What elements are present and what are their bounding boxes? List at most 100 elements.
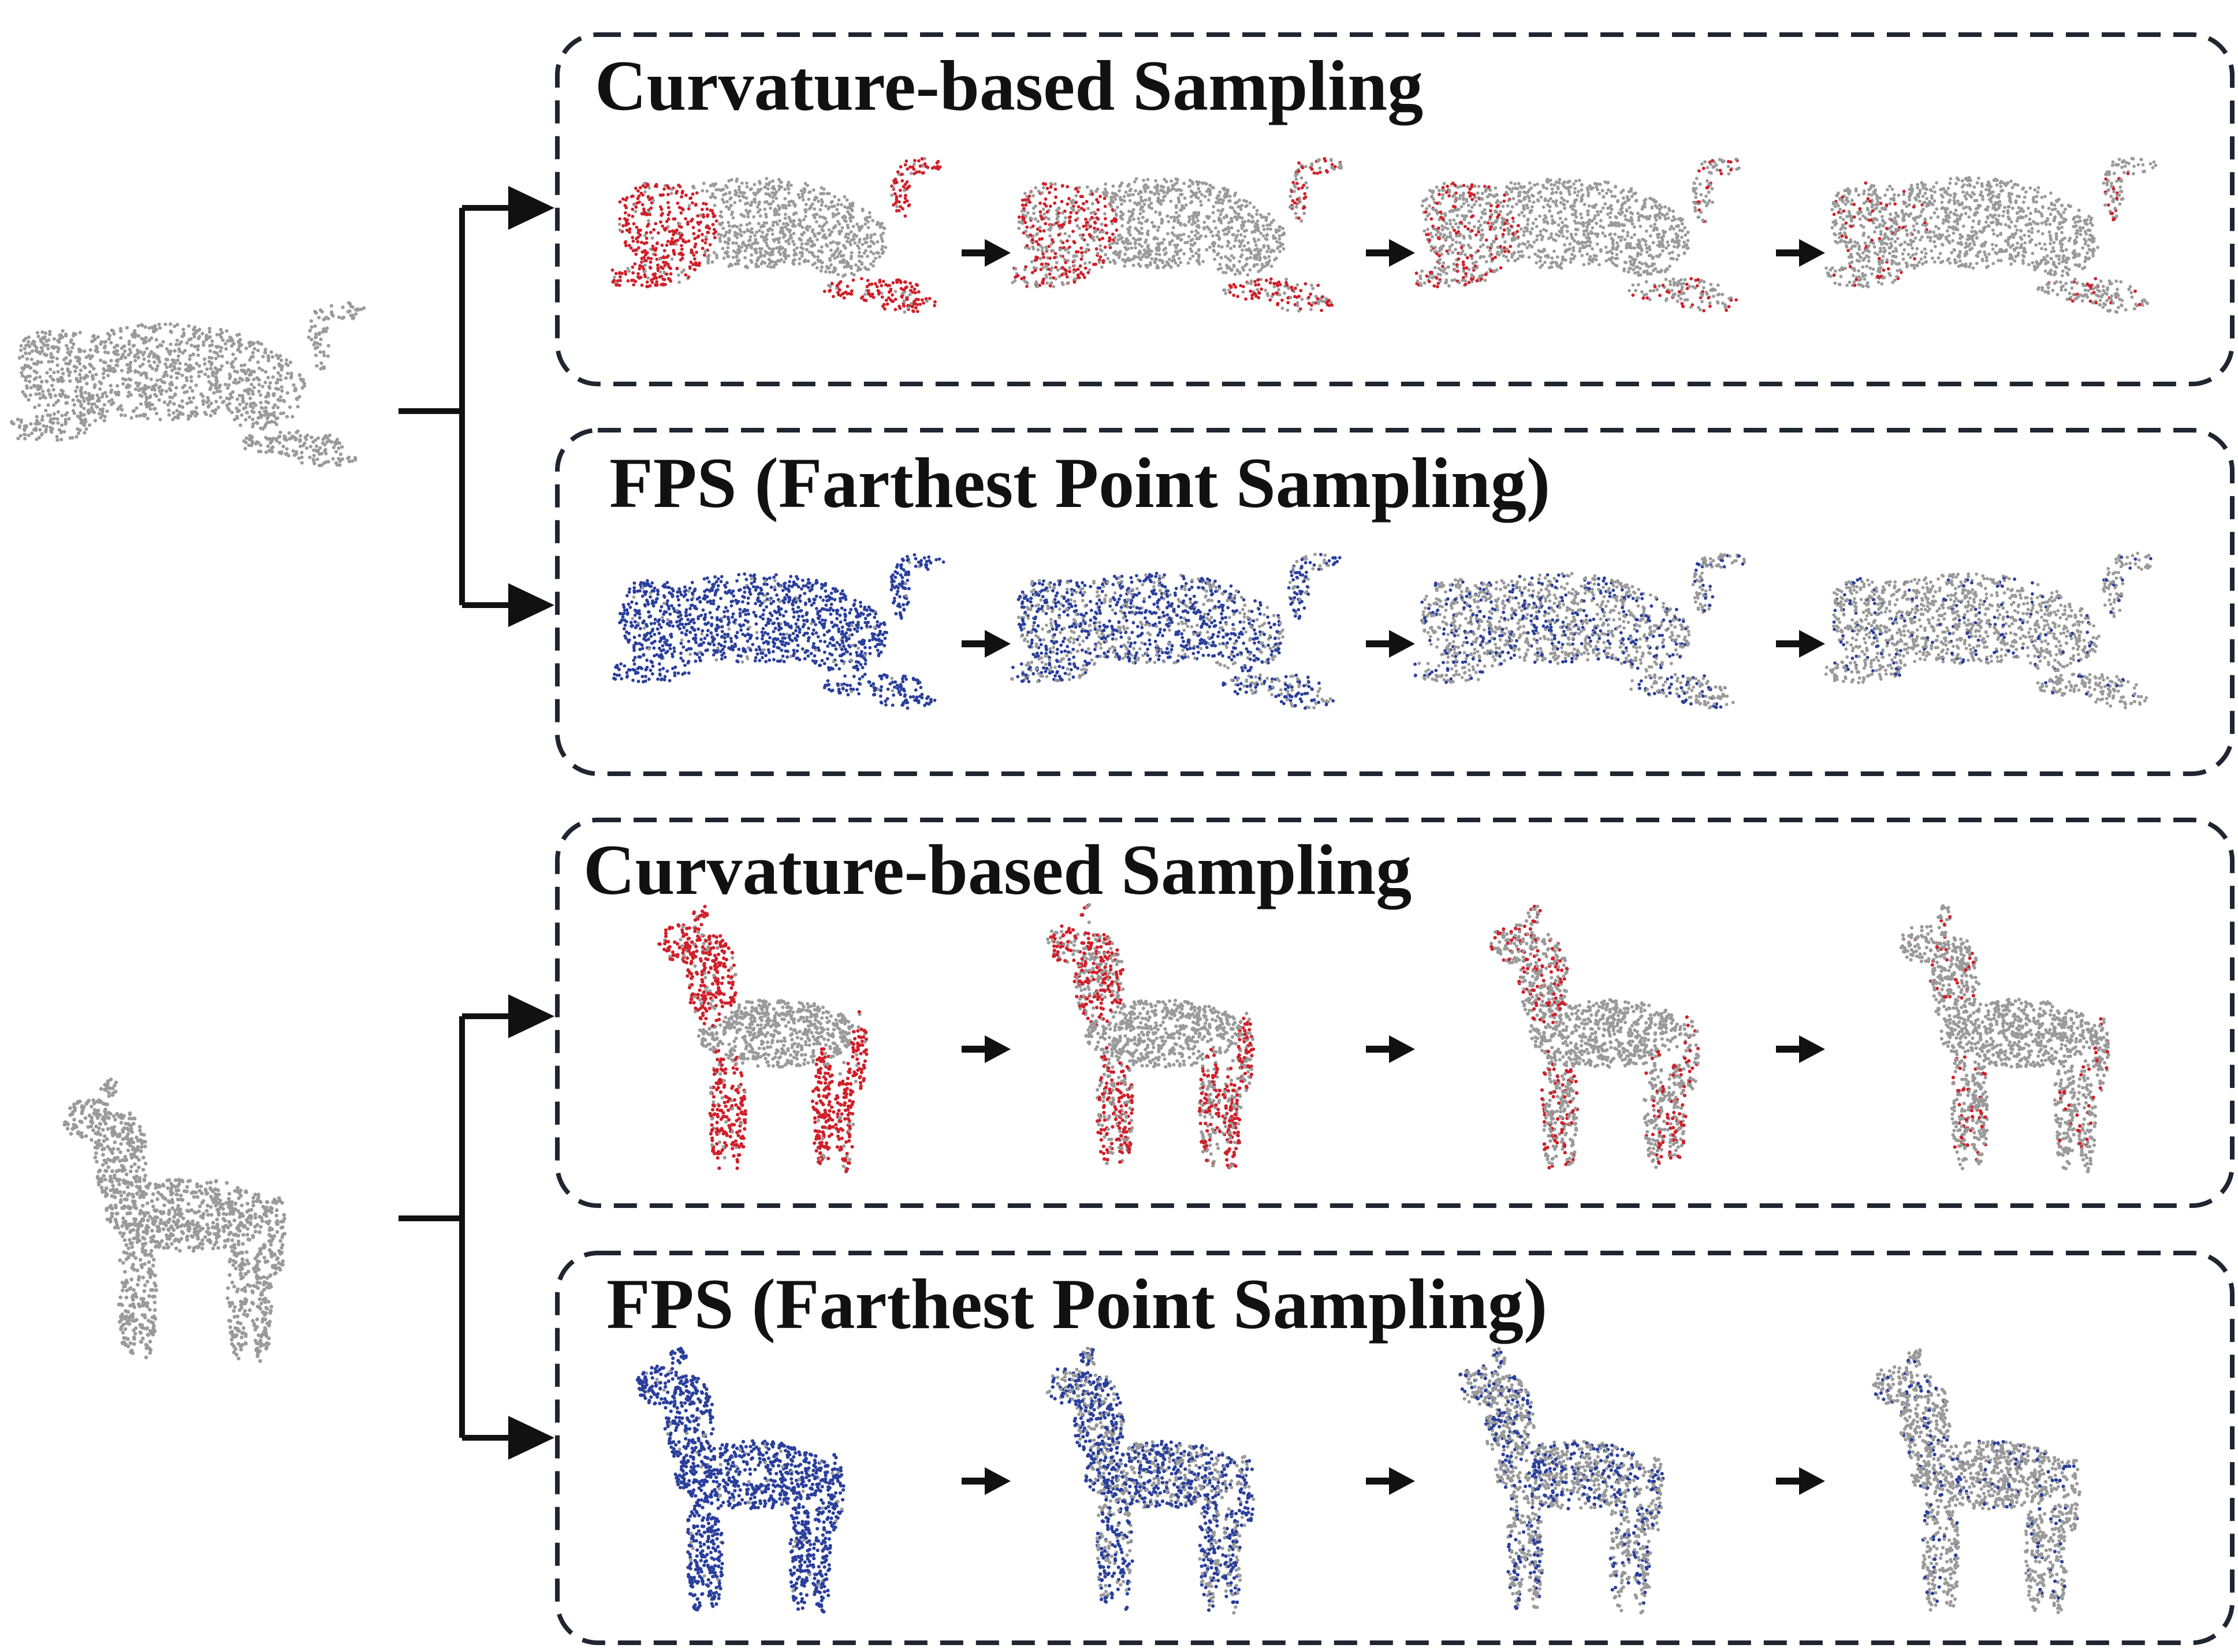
cloud-point [1034, 240, 1038, 244]
cloud-point [1644, 229, 1648, 233]
cloud-point [191, 352, 195, 356]
cloud-point [819, 269, 823, 273]
cloud-point [800, 225, 805, 229]
cloud-point [259, 443, 263, 448]
cloud-point [1295, 197, 1299, 202]
cloud-point [1258, 256, 1262, 260]
cloud-point [1256, 223, 1260, 227]
cloud-point [121, 376, 125, 381]
cloud-point [1044, 215, 1048, 219]
cloud-point [300, 461, 304, 465]
cloud-point [691, 226, 695, 229]
cloud-point [638, 267, 642, 271]
cloud-point [1510, 205, 1514, 209]
cloud-point [758, 180, 761, 184]
cloud-point [1246, 256, 1249, 260]
cloud-point [627, 244, 631, 248]
cloud-point [1452, 218, 1456, 222]
cloud-point [746, 228, 750, 232]
cloud-point [100, 410, 105, 414]
cloud-point [1547, 236, 1551, 240]
cloud-point [692, 232, 696, 236]
cloud-point [1633, 233, 1637, 237]
cloud-point [133, 332, 137, 336]
cloud-point [130, 333, 135, 337]
cloud-point [1184, 203, 1188, 207]
cloud-point [776, 204, 780, 208]
cloud-point [1127, 209, 1131, 213]
cloud-point [829, 263, 833, 267]
cloud-point [84, 355, 88, 359]
cloud-point [764, 192, 768, 196]
cloud-point [1057, 211, 1061, 215]
cloud-point [279, 358, 284, 363]
cloud-point [1098, 248, 1103, 252]
cloud-point [1272, 285, 1276, 289]
cloud-point [248, 404, 252, 408]
cloud-point [1241, 290, 1245, 294]
cloud-point [1124, 248, 1129, 252]
cloud-point [1525, 203, 1529, 207]
cloud-point [1435, 233, 1438, 237]
cloud-point [1563, 243, 1566, 247]
cloud-point [138, 364, 142, 368]
cloud-point [1710, 187, 1714, 191]
cloud-point [231, 360, 235, 364]
cloud-point [1199, 234, 1203, 238]
cloud-point [322, 350, 326, 354]
cloud-point [799, 189, 803, 193]
cloud-point [1476, 191, 1480, 195]
cloud-point [280, 385, 284, 389]
cloud-point [23, 366, 27, 370]
cloud-point [94, 372, 98, 376]
cloud-point [341, 305, 345, 309]
cloud-point [169, 388, 173, 393]
cloud-point [1208, 183, 1212, 187]
cloud-point [1453, 268, 1457, 272]
cloud-point [1229, 247, 1232, 251]
cloud-point [19, 418, 23, 422]
cloud-point [1243, 234, 1247, 238]
cloud-point [885, 302, 889, 306]
cloud-point [813, 207, 817, 211]
cloud-point [844, 232, 848, 236]
cloud-point [645, 280, 649, 284]
cloud-point [1679, 297, 1683, 301]
cloud-point [1628, 242, 1632, 245]
cloud-point [349, 304, 353, 308]
cloud-point [849, 207, 853, 211]
cloud-point [631, 249, 635, 253]
cloud-point [649, 197, 652, 201]
cloud-point [1429, 217, 1433, 221]
cloud-point [29, 386, 33, 390]
cloud-point [1277, 280, 1281, 284]
cloud-point [1204, 234, 1208, 238]
cloud-point [739, 191, 742, 195]
cloud-point [1264, 237, 1268, 241]
cloud-point [1241, 238, 1245, 243]
cloud-point [740, 245, 744, 249]
cloud-point [1479, 245, 1483, 249]
cloud-point [1293, 184, 1297, 187]
cloud-point [1303, 192, 1307, 196]
cloud-point [129, 416, 133, 420]
cloud-point [109, 383, 113, 387]
cloud-point [240, 413, 244, 417]
cloud-point [742, 240, 745, 244]
cloud-point [252, 378, 256, 382]
cloud-point [872, 259, 876, 263]
cloud-point [214, 345, 218, 349]
cloud-point [706, 230, 709, 234]
cloud-point [1101, 259, 1105, 263]
cloud-point [1032, 266, 1036, 270]
cloud-point [648, 284, 652, 288]
cloud-point [215, 351, 219, 355]
cloud-point [1177, 198, 1181, 202]
cloud-point [38, 396, 42, 400]
cloud-point [86, 409, 90, 413]
cloud-point [818, 215, 822, 219]
cloud-point [219, 346, 224, 350]
cloud-point [634, 205, 638, 209]
cloud-point [798, 222, 802, 226]
cloud-point [103, 344, 107, 348]
